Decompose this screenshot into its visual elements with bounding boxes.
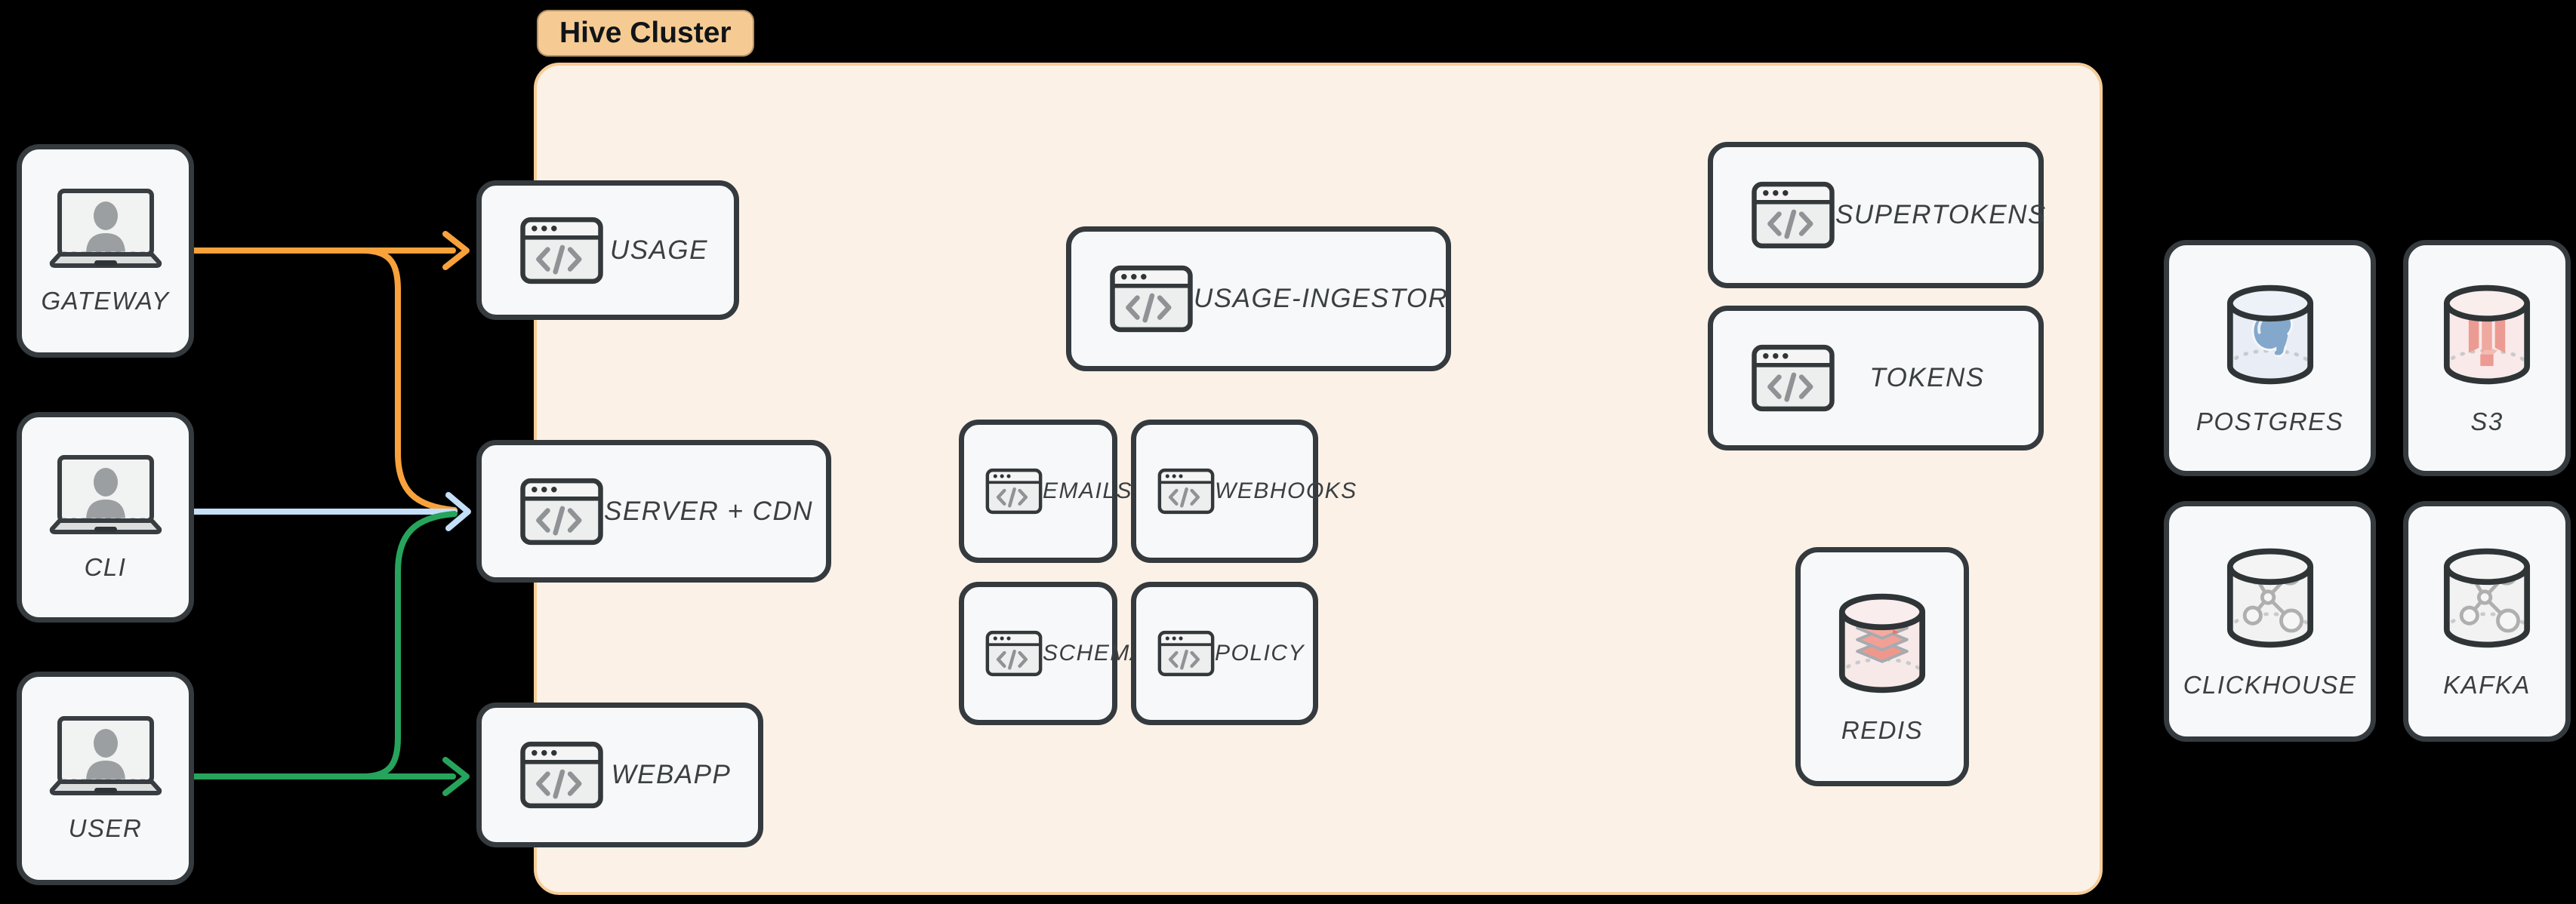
code-window-icon <box>1751 344 1835 412</box>
code-window-icon <box>519 741 604 809</box>
node-redis-label: REDIS <box>1841 716 1924 744</box>
node-redis: REDIS <box>1795 547 1969 786</box>
node-emails-label: EMAILS <box>1043 478 1133 503</box>
s3-database-icon <box>2439 280 2534 389</box>
node-cli-label: CLI <box>84 552 127 581</box>
node-webhooks-label: WEBHOOKS <box>1215 478 1357 503</box>
node-schema-label: SCHEMA <box>1043 641 1147 666</box>
node-clickhouse-label: CLICKHOUSE <box>2183 671 2357 699</box>
node-s3-label: S3 <box>2470 407 2504 435</box>
node-webapp: WEBAPP <box>476 703 763 847</box>
node-usage: USAGE <box>476 180 739 320</box>
arrowhead-usage-icon <box>442 231 470 270</box>
node-webhooks: WEBHOOKS <box>1131 420 1356 563</box>
hive-cluster-badge-label: Hive Cluster <box>559 17 732 49</box>
node-schema: SCHEMA <box>959 582 1145 725</box>
code-window-icon <box>519 217 604 284</box>
node-gateway-label: GATEWAY <box>41 286 170 315</box>
arrowhead-server-cdn-icon <box>445 492 471 531</box>
node-emails: EMAILS <box>959 420 1132 563</box>
node-kafka: KAFKA <box>2403 501 2571 742</box>
node-kafka-label: KAFKA <box>2443 671 2531 699</box>
node-cli: CLI <box>17 412 194 623</box>
clickhouse-database-icon <box>2223 543 2318 653</box>
laptop-user-icon <box>49 187 162 269</box>
laptop-user-icon <box>49 715 162 796</box>
code-window-icon <box>1751 181 1835 249</box>
node-s3: S3 <box>2403 240 2571 476</box>
node-server-cdn: SERVER + CDN <box>476 440 831 583</box>
node-clickhouse: CLICKHOUSE <box>2164 501 2376 742</box>
code-window-icon <box>1157 468 1215 515</box>
node-supertokens: SUPERTOKENS <box>1708 142 2047 288</box>
code-window-icon <box>985 468 1043 515</box>
node-usage-label: USAGE <box>609 235 709 265</box>
edge-user-to-server-cdn <box>359 511 458 779</box>
node-usage-ingestor: USAGE-INGESTOR <box>1066 226 1451 371</box>
hive-cluster-badge: Hive Cluster <box>537 10 754 57</box>
node-postgres-label: POSTGRES <box>2195 407 2344 435</box>
node-policy: POLICY <box>1131 582 1318 725</box>
node-usage-ingestor-label: USAGE-INGESTOR <box>1194 284 1449 313</box>
code-window-icon <box>1157 630 1215 677</box>
kafka-database-icon <box>2439 543 2534 653</box>
node-user-label: USER <box>68 813 143 842</box>
edge-gateway-to-server-cdn <box>359 248 458 513</box>
node-server-cdn-label: SERVER + CDN <box>604 496 814 526</box>
redis-database-icon <box>1835 589 1930 698</box>
node-webapp-label: WEBAPP <box>611 760 732 789</box>
node-gateway: GATEWAY <box>17 144 194 358</box>
arrowhead-webapp-icon <box>442 757 470 796</box>
code-window-icon <box>519 478 604 546</box>
node-tokens-label: TOKENS <box>1869 363 1985 392</box>
code-window-icon <box>1109 265 1194 333</box>
node-user: USER <box>17 672 194 885</box>
postgres-database-icon <box>2223 280 2318 389</box>
laptop-user-icon <box>49 454 162 535</box>
node-tokens: TOKENS <box>1708 306 2044 450</box>
node-supertokens-label: SUPERTOKENS <box>1835 200 2047 229</box>
code-window-icon <box>985 630 1043 677</box>
node-postgres: POSTGRES <box>2164 240 2376 476</box>
node-policy-label: POLICY <box>1215 641 1305 666</box>
